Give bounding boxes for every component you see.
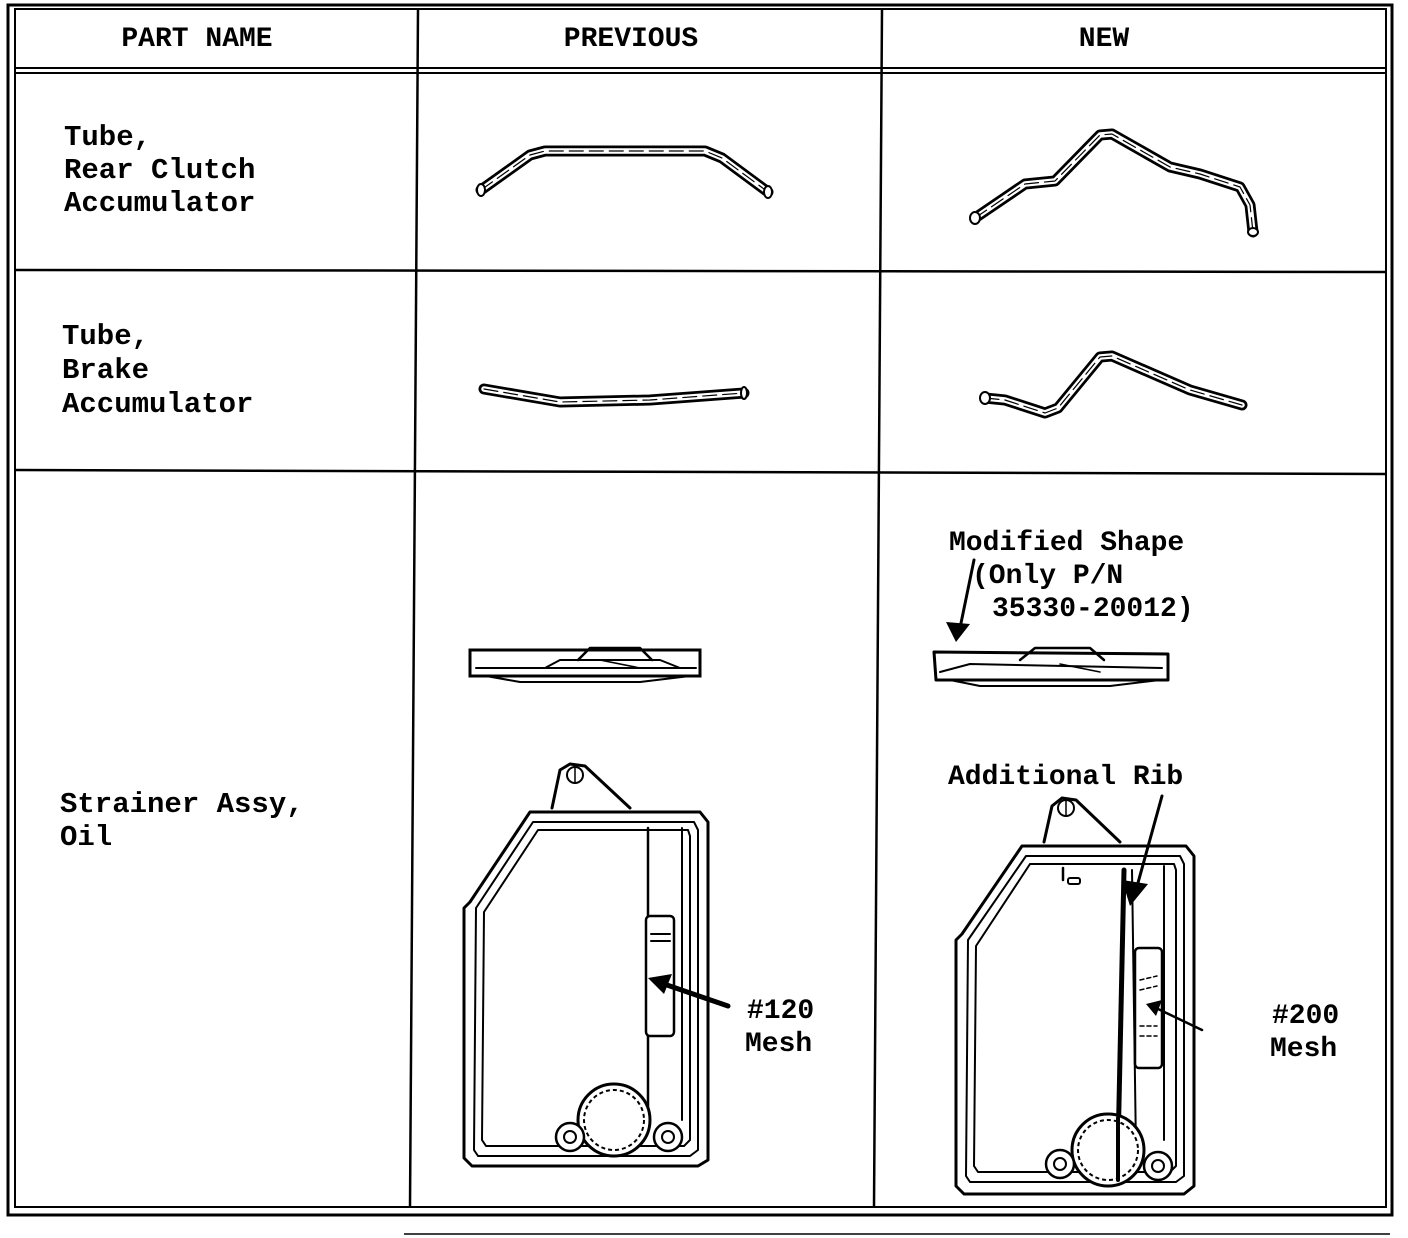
new-mesh-label: #200 bbox=[1272, 1001, 1339, 1032]
additional-rib-label: Additional Rib bbox=[948, 762, 1183, 793]
header-previous: PREVIOUS bbox=[564, 24, 698, 55]
part-name-line: Rear Clutch bbox=[64, 154, 255, 187]
previous-mesh-label: #120 bbox=[747, 996, 814, 1027]
row-rear-clutch-tube: Tube, Rear Clutch Accumulator bbox=[64, 121, 1259, 238]
new-strainer-side-view bbox=[932, 646, 1170, 687]
header-new: NEW bbox=[1079, 24, 1130, 55]
new-mesh-label: Mesh bbox=[1270, 1034, 1337, 1065]
modified-shape-label: 35330-20012) bbox=[992, 594, 1194, 625]
part-name-line: Tube, bbox=[64, 121, 151, 154]
new-strainer-top-view bbox=[954, 794, 1204, 1196]
part-name-line: Accumulator bbox=[62, 388, 253, 421]
modified-shape-label: (Only P/N bbox=[972, 561, 1123, 592]
part-name-line: Oil bbox=[60, 821, 112, 854]
part-name-line: Strainer Assy, bbox=[60, 788, 304, 821]
table-frame bbox=[6, 3, 1394, 1235]
row-brake-tube: Tube, Brake Accumulator bbox=[62, 320, 1248, 421]
previous-mesh-label: Mesh bbox=[745, 1029, 812, 1060]
row-oil-strainer: Strainer Assy, Oil bbox=[60, 528, 1339, 1196]
part-name-line: Tube, bbox=[62, 320, 149, 353]
previous-strainer-top-view bbox=[462, 762, 731, 1168]
previous-rear-clutch-tube-drawing bbox=[475, 145, 774, 199]
previous-strainer-side-view bbox=[468, 646, 702, 683]
modified-shape-label: Modified Shape bbox=[949, 528, 1184, 559]
new-rear-clutch-tube-drawing bbox=[969, 128, 1259, 238]
header-part-name: PART NAME bbox=[121, 24, 272, 55]
modified-shape-arrow bbox=[946, 558, 976, 642]
previous-brake-tube-drawing bbox=[478, 383, 750, 408]
part-name-line: Brake bbox=[62, 354, 149, 387]
part-name-line: Accumulator bbox=[64, 187, 255, 220]
new-brake-tube-drawing bbox=[979, 350, 1248, 419]
